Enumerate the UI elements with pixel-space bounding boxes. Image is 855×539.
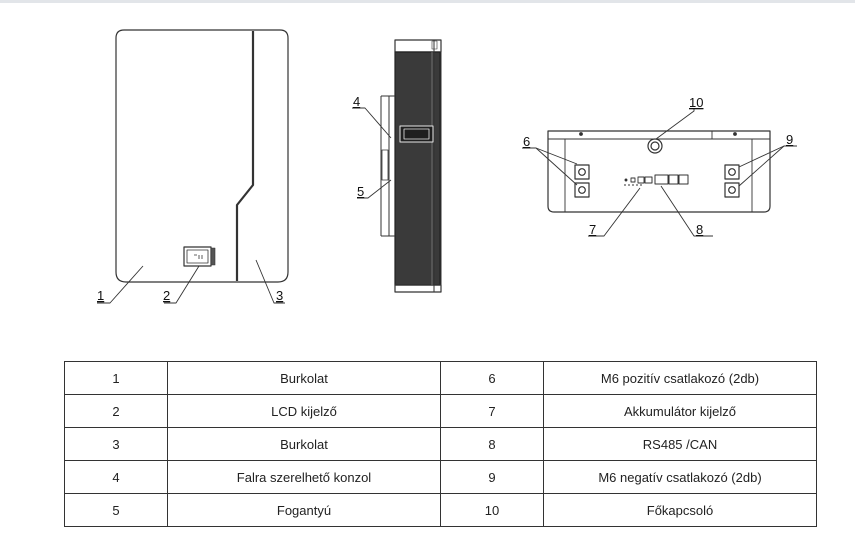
front-view: [115, 29, 289, 283]
callout-4: 4: [353, 94, 360, 109]
front-housing-outline: [115, 29, 289, 283]
part-number: 7: [440, 394, 544, 428]
part-description: Főkapcsoló: [543, 493, 817, 527]
battery-indicator: [624, 176, 645, 186]
port-view: [547, 130, 771, 213]
part-description: Akkumulátor kijelző: [543, 394, 817, 428]
part-number: 4: [64, 460, 168, 494]
part-description: Fogantyú: [167, 493, 441, 527]
table-row: 1 Burkolat 6 M6 pozitív csatlakozó (2db): [64, 361, 817, 395]
part-number: 9: [440, 460, 544, 494]
bracket-plate: [381, 149, 389, 181]
callout-5: 5: [357, 184, 364, 199]
part-number: 2: [64, 394, 168, 428]
callout-labels: 1 2 3 4 5 6 7 8 9 10: [97, 94, 793, 303]
handle: [399, 125, 434, 143]
part-description: Burkolat: [167, 361, 441, 395]
part-description: RS485 /CAN: [543, 427, 817, 461]
side-housing: [394, 51, 441, 286]
main-switch: [647, 138, 663, 154]
callout-3: 3: [276, 288, 283, 303]
port-housing-outline: [547, 130, 771, 213]
part-description: Burkolat: [167, 427, 441, 461]
callout-9: 9: [786, 132, 793, 147]
part-number: 10: [440, 493, 544, 527]
callout-8: 8: [696, 222, 703, 237]
callout-2: 2: [163, 288, 170, 303]
part-number: 1: [64, 361, 168, 395]
leader-lines: [97, 107, 797, 304]
callout-1: 1: [97, 288, 104, 303]
part-description: M6 negatív csatlakozó (2db): [543, 460, 817, 494]
table-row: 3 Burkolat 8 RS485 /CAN: [64, 427, 817, 461]
part-description: LCD kijelző: [167, 394, 441, 428]
front-panel-divider: [235, 31, 255, 281]
part-number: 5: [64, 493, 168, 527]
side-view: [380, 39, 442, 293]
callout-7: 7: [589, 222, 596, 237]
wall-bracket: [380, 95, 395, 237]
part-description: M6 pozitív csatlakozó (2db): [543, 361, 817, 395]
table-row: 2 LCD kijelző 7 Akkumulátor kijelző: [64, 394, 817, 428]
part-number: 8: [440, 427, 544, 461]
side-right-edge: [433, 40, 442, 292]
lcd-display: [183, 246, 216, 267]
part-number: 6: [440, 361, 544, 395]
callout-10: 10: [689, 95, 703, 110]
battery-technical-drawing: 1 2 3 4 5 6 7 8 9 10: [97, 29, 797, 304]
negative-terminals: [724, 164, 740, 198]
communication-ports: [644, 174, 689, 185]
top-divider: [0, 0, 855, 3]
side-top-vent: [431, 40, 438, 50]
port-recess: [564, 138, 753, 213]
part-number: 3: [64, 427, 168, 461]
table-row: 4 Falra szerelhető konzol 9 M6 negatív c…: [64, 460, 817, 494]
part-description: Falra szerelhető konzol: [167, 460, 441, 494]
callout-6: 6: [523, 134, 530, 149]
positive-terminals: [574, 164, 590, 198]
parts-table: 1 Burkolat 6 M6 pozitív csatlakozó (2db)…: [64, 361, 817, 527]
table-row: 5 Fogantyú 10 Főkapcsoló: [64, 493, 817, 527]
